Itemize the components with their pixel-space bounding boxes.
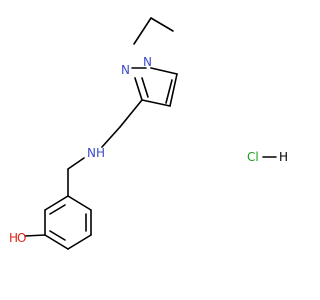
salt-hydrogen: H bbox=[279, 150, 288, 164]
bond-bz-6-1 bbox=[67, 195, 92, 211]
bond-pz-c3-n2-inner bbox=[141, 77, 149, 98]
atom-amine-h: H bbox=[96, 146, 105, 160]
bond-bz-4-5 bbox=[67, 234, 92, 250]
atom-pyrazole-n1: N bbox=[143, 55, 152, 69]
bond-pz-c4-c3 bbox=[141, 99, 171, 107]
bond-ch2-nh bbox=[101, 126, 121, 148]
bond-bz-inner-b bbox=[49, 230, 66, 241]
bond-bz-1-2 bbox=[44, 195, 69, 211]
atom-pyrazole-n2: N bbox=[121, 63, 130, 77]
structure-canvas: N N N H H O Cl H bbox=[9, 17, 288, 250]
bond-c3-ch2 bbox=[119, 99, 143, 128]
bond-nh-ch2 bbox=[67, 157, 85, 170]
salt-chlorine: Cl bbox=[247, 150, 259, 164]
bond-ethyl-ch3 bbox=[133, 17, 152, 45]
atom-hydroxyl-o: O bbox=[17, 231, 26, 245]
bond-pz-c5-c4 bbox=[169, 73, 178, 107]
bond-ethyl-ch2 bbox=[150, 17, 174, 32]
atom-hydroxyl-h: H bbox=[9, 231, 18, 245]
bond-pz-n1-c5 bbox=[150, 67, 178, 75]
bond-bz-3-4 bbox=[44, 234, 69, 250]
atom-amine-n: N bbox=[87, 146, 96, 160]
bond-pz-c5-c4-inner bbox=[165, 79, 173, 104]
bond-pz-c3-n2 bbox=[134, 77, 143, 101]
bond-bz-inner-a bbox=[49, 204, 66, 215]
bond-c-oh bbox=[24, 234, 46, 237]
molecule-drawing: N N N H H O Cl H bbox=[9, 17, 288, 250]
